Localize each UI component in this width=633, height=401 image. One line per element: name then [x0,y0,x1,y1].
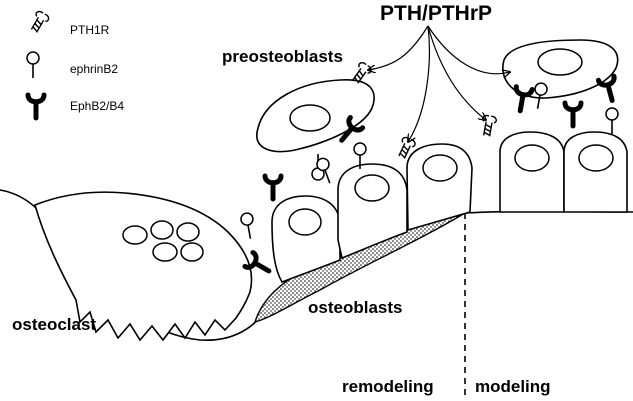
ephrinb2-ligand [239,211,258,241]
pth-pthrp-label: PTH/PTHrP [380,2,492,25]
remodeling-label: remodeling [342,377,434,396]
ephb-receptor [565,103,581,126]
ephb-receptor [265,176,281,199]
pth-arrow [368,25,429,70]
legend-pth1r-label: PTH1R [70,23,110,37]
osteoclast-nucleus [176,222,200,242]
preosteoblast-left [256,79,375,153]
legend-pth1r-icon [27,9,51,36]
preosteoblast-right [502,39,619,99]
osteoblast-row-remodeling [271,143,473,283]
pth1r-receptor [479,114,498,138]
preosteoblasts-label: preosteoblasts [222,47,343,66]
legend-ephrinb2-label: ephrinB2 [70,62,118,76]
legend-ephb-label: EphB2/B4 [70,99,124,113]
osteoclast-cell [34,191,253,342]
osteoblasts-label: osteoblasts [308,298,402,317]
osteoclast-nucleus [180,242,204,262]
osteoclast-nucleus [150,220,174,240]
osteoblast-row-modeling [499,131,628,213]
ephrinb2-ligand [605,107,619,135]
legend-ephrinb2-icon [26,51,40,79]
pth-arrow [408,25,430,142]
pth-arrow [427,25,486,120]
osteoclast-label: osteoclast [12,315,96,334]
osteoclast-nucleus [152,242,178,262]
pth-arrow [427,25,510,74]
osteoclast-nucleus [122,225,148,245]
legend-ephb-icon [28,95,44,118]
modeling-label: modeling [475,377,551,396]
